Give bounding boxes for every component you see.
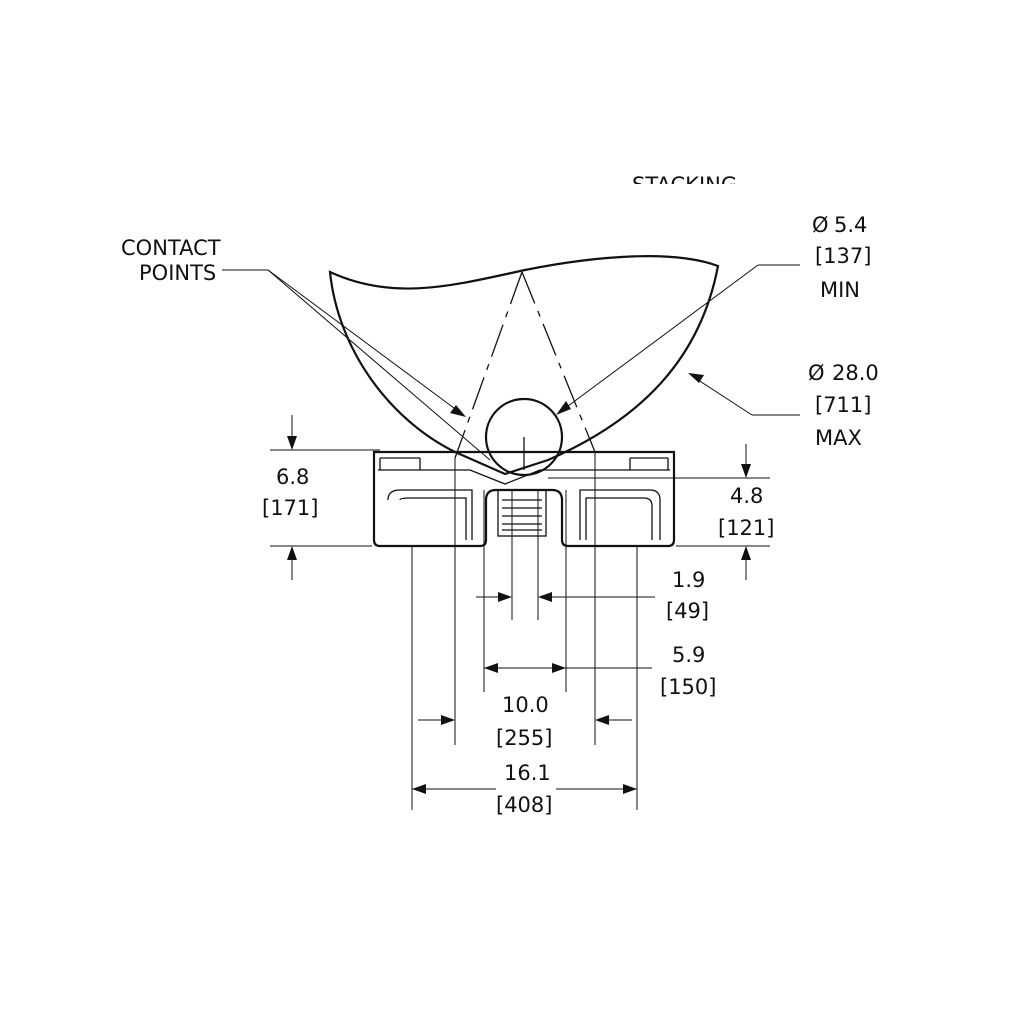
extension-lines xyxy=(411,452,638,810)
contact-points-label-line2: POINTS xyxy=(139,261,216,285)
ball-dia-note: MIN xyxy=(820,278,860,302)
tank-dia-inch: 28.0 xyxy=(832,361,879,385)
overall-height-dim: 6.8 [171] xyxy=(262,415,380,580)
inner-span-dim: 5.9 [150] xyxy=(484,643,716,699)
tank-dia-symbol: Ø xyxy=(808,361,825,385)
tank-outline xyxy=(328,255,720,476)
overall-width-dim: 16.1 [408] xyxy=(412,761,637,817)
contact-points-callout: CONTACT POINTS xyxy=(121,236,491,461)
base-height-inch: 4.8 xyxy=(730,484,763,508)
tank-dia-note: MAX xyxy=(815,426,862,450)
partial-label: STACKING xyxy=(632,173,737,197)
center-slot-dim: 1.9 [49] xyxy=(476,568,709,623)
inner-span-mm: [150] xyxy=(660,675,716,699)
overall-height-inch: 6.8 xyxy=(276,465,309,489)
contact-line-left xyxy=(454,271,523,459)
contact-line-right xyxy=(521,271,596,453)
ball-dia-symbol: Ø xyxy=(812,213,829,237)
ball xyxy=(484,397,564,477)
contact-span-mm: [255] xyxy=(496,726,552,750)
chock-base xyxy=(372,450,676,548)
ball-diameter-callout: Ø 5.4 [137] MIN xyxy=(556,213,871,415)
clipped-heading: STACKING xyxy=(632,173,737,197)
tank-diameter-callout: Ø 28.0 [711] MAX xyxy=(688,361,879,450)
center-slot-inch: 1.9 xyxy=(672,568,705,592)
base-height-dim: 4.8 [121] xyxy=(548,444,774,580)
center-slot-mm: [49] xyxy=(666,599,709,623)
inner-span-inch: 5.9 xyxy=(672,643,705,667)
ball-dia-inch: 5.4 xyxy=(834,213,867,237)
base-height-mm: [121] xyxy=(718,516,774,540)
contact-span-dim: 10.0 [255] xyxy=(418,693,632,750)
overall-width-inch: 16.1 xyxy=(504,761,551,785)
contact-points-label-line1: CONTACT xyxy=(121,236,221,260)
tank-dia-mm: [711] xyxy=(815,393,871,417)
contact-span-inch: 10.0 xyxy=(502,693,549,717)
overall-width-mm: [408] xyxy=(496,793,552,817)
ball-dia-mm: [137] xyxy=(815,244,871,268)
overall-height-mm: [171] xyxy=(262,496,318,520)
